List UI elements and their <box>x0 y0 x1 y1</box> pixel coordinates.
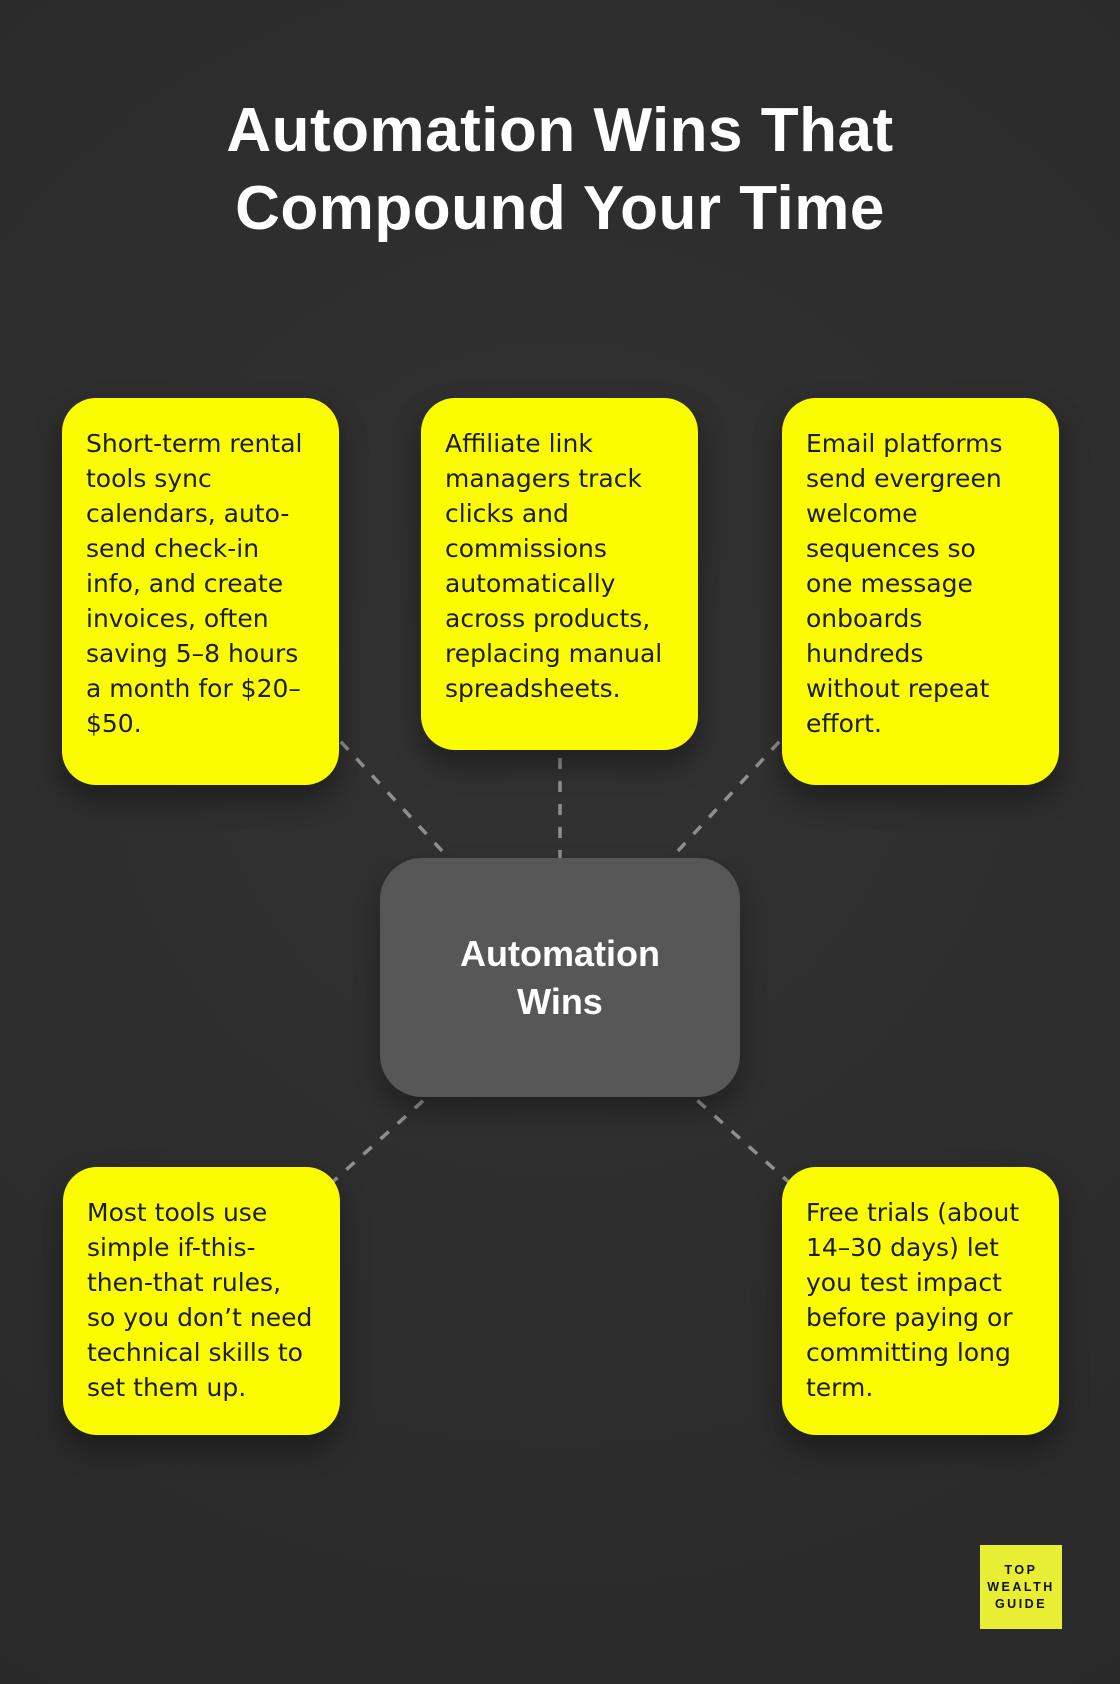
info-card-text: Affiliate link managers track clicks and… <box>445 429 663 703</box>
center-node-label: Automation Wins <box>460 932 660 1022</box>
info-card-affiliate-links: Affiliate link managers track clicks and… <box>421 398 698 750</box>
info-card-text: Short-term rental tools sync calendars, … <box>86 429 303 738</box>
brand-logo-badge: TOP WEALTH GUIDE <box>980 1545 1062 1629</box>
brand-logo-text: TOP WEALTH GUIDE <box>987 1562 1055 1611</box>
info-card-text: Most tools use simple if-this- then-that… <box>87 1198 313 1402</box>
center-node-automation-wins: Automation Wins <box>380 858 740 1097</box>
page-title: Automation Wins That Compound Your Time <box>226 96 894 243</box>
info-card-email-platforms: Email platforms send evergreen welcome s… <box>782 398 1059 785</box>
info-card-simple-rules: Most tools use simple if-this- then-that… <box>63 1167 340 1435</box>
info-card-text: Free trials (about 14–30 days) let you t… <box>806 1198 1020 1402</box>
info-card-short-term-rental: Short-term rental tools sync calendars, … <box>62 398 339 785</box>
info-card-text: Email platforms send evergreen welcome s… <box>806 429 1003 738</box>
info-card-free-trials: Free trials (about 14–30 days) let you t… <box>782 1167 1059 1435</box>
